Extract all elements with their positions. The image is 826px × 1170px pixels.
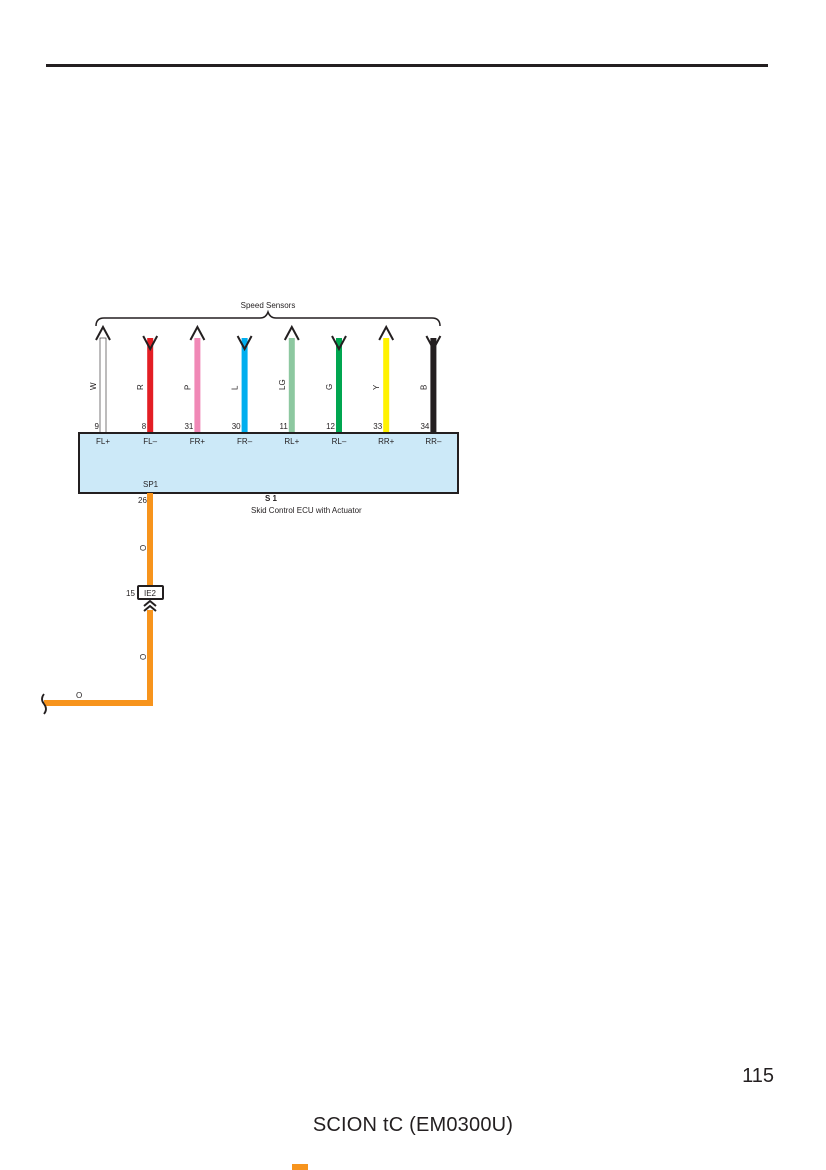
wire-arrow-down-icon [236, 335, 253, 352]
wire-b [430, 338, 437, 434]
connector-pin: 15 [126, 589, 135, 598]
output-wire-code-lower: O [139, 654, 148, 660]
wire-arrow-down-icon [142, 335, 159, 352]
ecu-box [78, 432, 459, 494]
wire-color-code: L [231, 385, 240, 390]
wire-color-code: P [183, 385, 192, 390]
wire-arrow-up-icon [95, 324, 111, 341]
connector-label: IE2 [144, 589, 157, 598]
ecu-terminal-label: RR– [425, 437, 442, 446]
page-number: 115 [742, 1065, 774, 1087]
wire-w [99, 337, 107, 435]
output-wire [44, 493, 153, 706]
wire-r [147, 338, 154, 434]
ecu-output-terminal: SP1 [143, 480, 159, 489]
wire-color-code: B [419, 385, 428, 390]
wire-pin-number: 30 [232, 422, 241, 431]
wire-arrow-down-icon [331, 335, 347, 352]
wire-color-code: W [89, 382, 98, 390]
wire-pin-number: 33 [373, 422, 382, 431]
ecu-name: Skid Control ECU with Actuator [251, 506, 362, 515]
ecu-terminal-label: RL+ [284, 437, 299, 446]
sensor-wires: W 9 R 8 P 31 L 30 LG 11 G 12 Y 33 B 34 [89, 324, 442, 435]
wire-arrow-up-icon [283, 324, 300, 341]
ecu-output-pin: 26 [138, 496, 147, 505]
wire-color-code: G [325, 384, 334, 390]
output-wire-code-upper: O [139, 545, 148, 551]
connector-box [137, 585, 164, 600]
wire-color-code: LG [278, 379, 287, 390]
footer-mark [292, 1164, 308, 1170]
wire-color-code: Y [372, 384, 381, 390]
wire-lg [288, 338, 295, 434]
wire-arrow-up-icon [378, 324, 395, 341]
connector-chevron-icon [143, 599, 157, 612]
ecu-terminal-label: RR+ [378, 437, 395, 446]
sensor-group-label: Speed Sensors [241, 301, 296, 310]
wire-g [336, 338, 342, 434]
ecu-terminal-label: RL– [332, 437, 347, 446]
wire-pin-number: 8 [142, 422, 147, 431]
wire-break-icon [41, 693, 47, 715]
wire-arrow-down-icon [425, 335, 442, 352]
sensor-brace [95, 309, 441, 327]
wire-pin-number: 12 [326, 422, 335, 431]
wire-arrow-up-icon [189, 324, 206, 341]
ecu-code: S 1 [265, 494, 278, 503]
ecu-terminal-label: FR– [237, 437, 253, 446]
footer-title: SCION tC (EM0300U) [312, 1114, 514, 1136]
wire-l [241, 338, 248, 434]
ecu-terminals: FL+ FL– FR+ FR– RL+ RL– RR+ RR– [96, 437, 442, 446]
wire-color-code: R [136, 384, 145, 390]
wire-pin-number: 9 [95, 422, 100, 431]
wire-p [194, 338, 201, 434]
output-wire-code-horizontal: O [76, 691, 82, 700]
top-rule [46, 64, 768, 67]
wire-pin-number: 31 [184, 422, 193, 431]
wire-y [383, 338, 390, 434]
ecu-terminal-label: FR+ [190, 437, 206, 446]
wire-pin-number: 34 [420, 422, 429, 431]
wire-pin-number: 11 [279, 422, 288, 431]
ecu-terminal-label: FL+ [96, 437, 110, 446]
ecu-terminal-label: FL– [143, 437, 157, 446]
